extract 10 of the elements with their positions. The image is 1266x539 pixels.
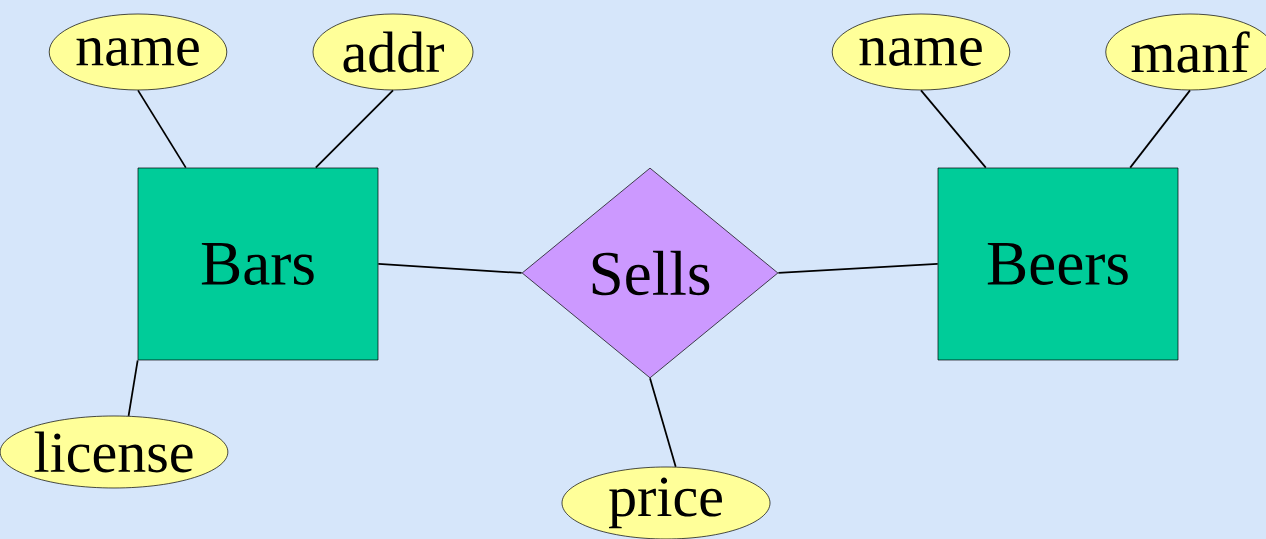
connector-line [649,377,677,468]
connector-line [377,263,523,274]
connector-line [137,89,187,169]
connector-line [777,263,939,274]
connector-line [314,89,394,169]
connector-line [920,89,987,169]
connector-line [1129,89,1191,169]
connector-line [127,359,139,417]
entity-box: Beers [937,167,1179,361]
entity-box: Bars [137,167,379,361]
